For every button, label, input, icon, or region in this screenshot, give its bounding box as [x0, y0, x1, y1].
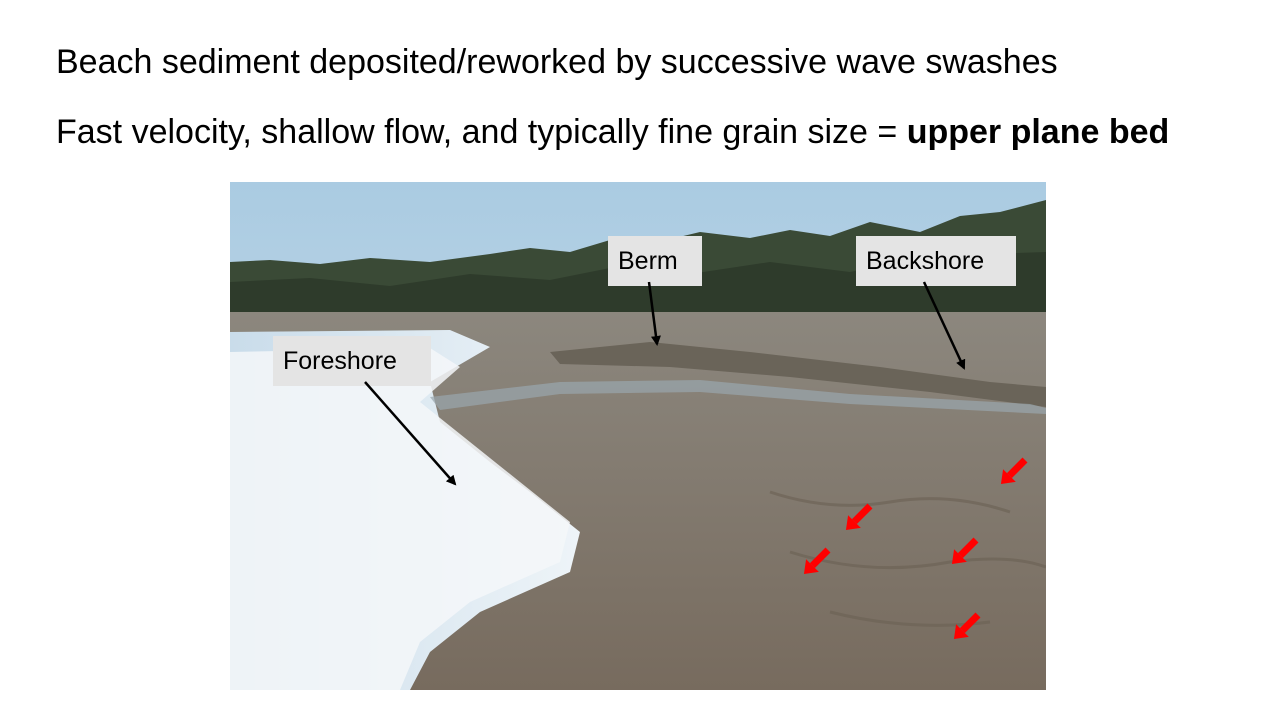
slide-line-1: Beach sediment deposited/reworked by suc… — [56, 40, 1206, 84]
slide-line-2: Fast velocity, shallow flow, and typical… — [56, 110, 1206, 154]
label-berm: Berm — [608, 236, 702, 286]
slide-line-2-bold: upper plane bed — [906, 113, 1170, 151]
label-backshore: Backshore — [856, 236, 1016, 286]
label-foreshore: Foreshore — [273, 336, 431, 386]
slide-line-1-text: Beach sediment deposited/reworked by suc… — [56, 43, 1058, 81]
slide-line-2-text: Fast velocity, shallow flow, and typical… — [56, 113, 907, 151]
